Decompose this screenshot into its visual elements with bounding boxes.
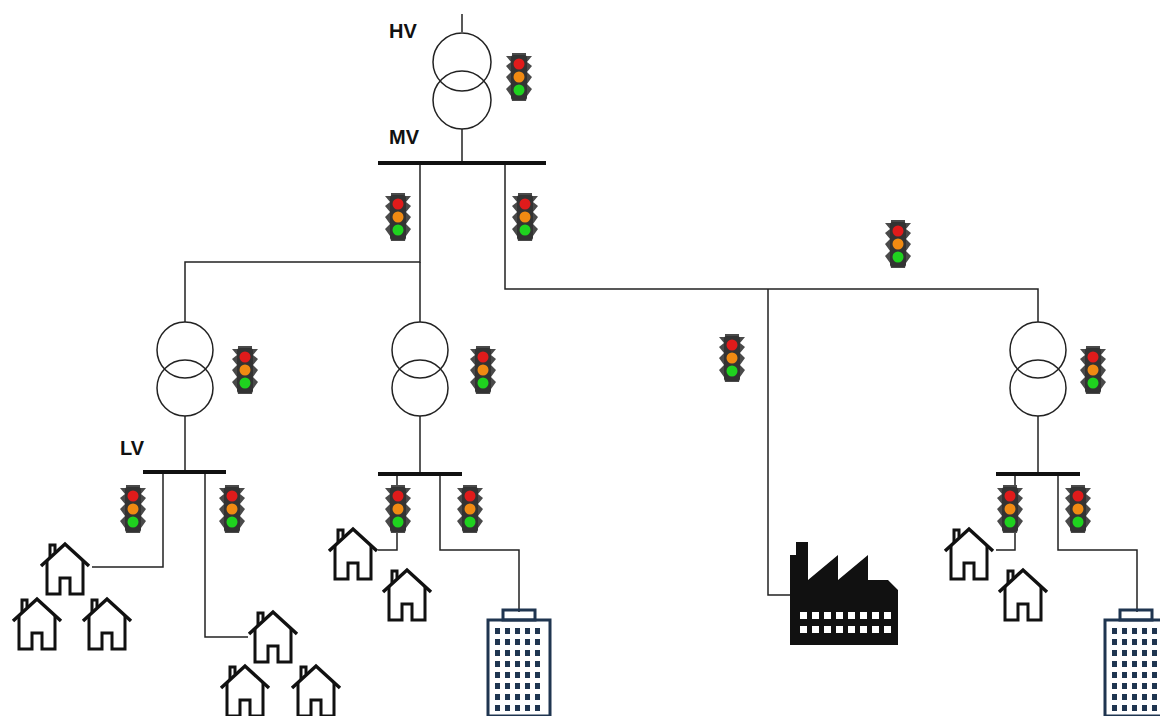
voltage-level-label: MV (389, 127, 419, 147)
voltage-level-label: HV (389, 21, 417, 41)
voltage-level-label: LV (120, 438, 144, 458)
